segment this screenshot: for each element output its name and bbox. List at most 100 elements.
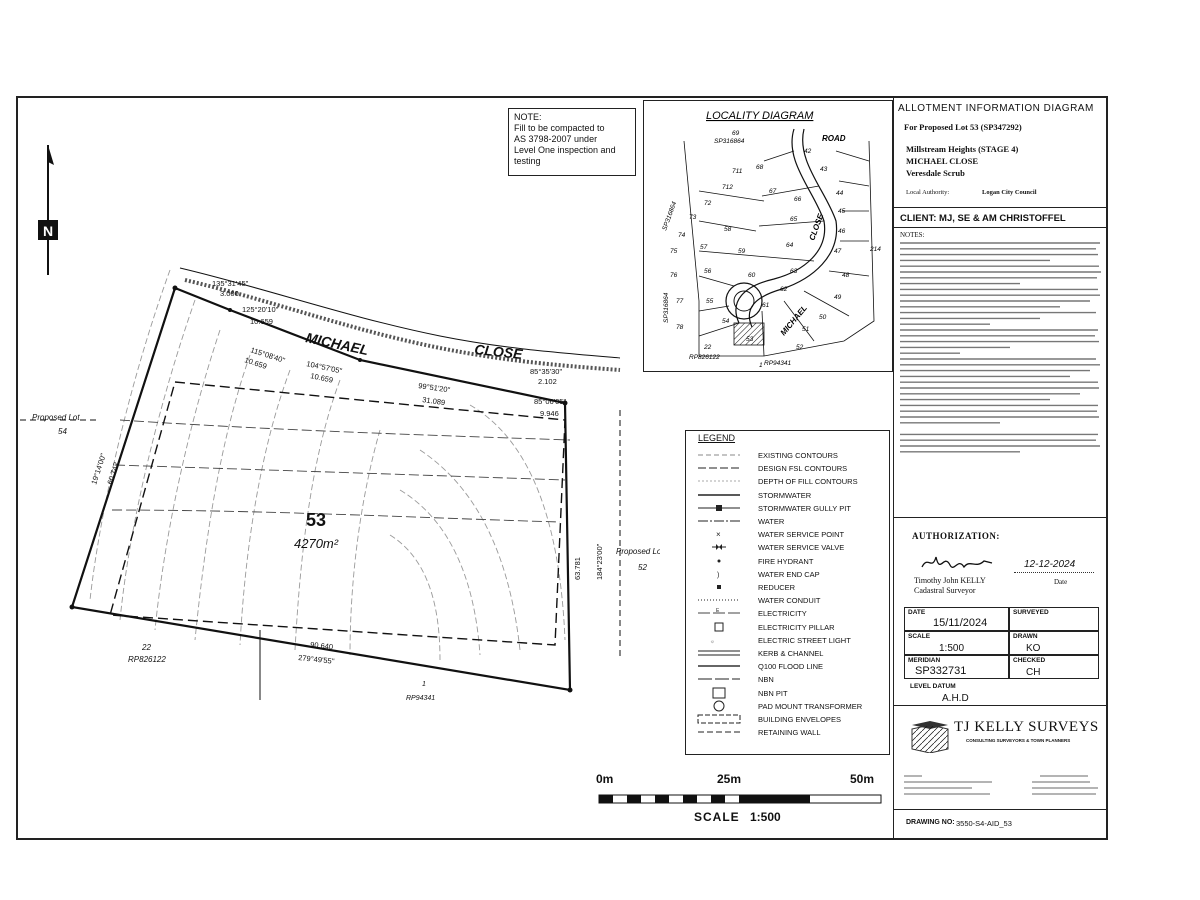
lot-label: 49 bbox=[834, 294, 842, 301]
plan-label: SP316864 bbox=[663, 292, 670, 323]
drawn-cell: DRAWN KO bbox=[1009, 631, 1099, 655]
svg-text:×: × bbox=[716, 530, 721, 539]
legend-item-label: ELECTRICITY PILLAR bbox=[758, 622, 835, 632]
legend-item-label: WATER SERVICE POINT bbox=[758, 530, 845, 540]
scale-mark-0: 0m bbox=[596, 772, 614, 786]
company-name: TJ KELLY SURVEYS bbox=[954, 719, 1099, 735]
svg-text:☼: ☼ bbox=[710, 639, 715, 645]
legend-item: NBN bbox=[694, 673, 889, 685]
lot-label: 68 bbox=[756, 164, 764, 171]
legend-item-label: PAD MOUNT TRANSFORMER bbox=[758, 701, 863, 711]
lot-label: 1 bbox=[759, 362, 763, 369]
lot-label: 43 bbox=[820, 166, 828, 173]
legend-item-label: RETAINING WALL bbox=[758, 728, 821, 738]
drawn-value: KO bbox=[1026, 643, 1041, 654]
svg-text:): ) bbox=[717, 572, 719, 579]
rp-left-plan: RP826122 bbox=[128, 655, 166, 664]
lot-label: 56 bbox=[704, 268, 712, 275]
legend-item: REDUCER bbox=[694, 581, 889, 593]
legend-item-label: STORMWATER GULLY PIT bbox=[758, 503, 851, 513]
legend-item: KERB & CHANNEL bbox=[694, 647, 889, 659]
legend-symbol-icon bbox=[698, 520, 740, 522]
scale-mark-50: 50m bbox=[850, 772, 875, 786]
distance-label: 10.659 bbox=[250, 317, 273, 326]
rp-left-lot: 22 bbox=[141, 643, 151, 652]
legend-item: BUILDING ENVELOPES bbox=[694, 713, 889, 725]
existing-contours bbox=[89, 269, 566, 661]
legend-symbol-icon bbox=[698, 493, 740, 496]
estate-name: Millstream Heights (STAGE 4) bbox=[906, 144, 1019, 154]
legend-item-label: ELECTRIC STREET LIGHT bbox=[758, 635, 851, 645]
locality-title: LOCALITY DIAGRAM bbox=[706, 110, 814, 122]
lot-label: 57 bbox=[700, 244, 708, 251]
notes-heading: NOTES: bbox=[900, 231, 925, 239]
lot-label: 45 bbox=[838, 208, 846, 215]
bearing-label: 125°20'10" bbox=[242, 305, 279, 314]
legend-item: DESIGN FSL CONTOURS bbox=[694, 462, 889, 474]
lot-label: 54 bbox=[722, 318, 730, 325]
note-line: testing bbox=[514, 156, 541, 166]
lot-number: 53 bbox=[306, 510, 326, 530]
bearing-label: 184°23'00" bbox=[595, 543, 604, 580]
lot-label: 711 bbox=[732, 168, 743, 175]
legend-title: LEGEND bbox=[698, 433, 736, 443]
legend-symbol-icon bbox=[697, 714, 741, 724]
scale-cell: SCALE 1:500 bbox=[904, 631, 1009, 655]
rp-bottom-lot: 1 bbox=[422, 681, 426, 688]
legend-symbol-icon bbox=[698, 665, 740, 668]
lot-label: 72 bbox=[704, 200, 712, 207]
legend-item: ) WATER END CAP bbox=[694, 568, 889, 580]
legend-symbol-icon bbox=[698, 599, 740, 601]
company-contact-fine-print bbox=[904, 775, 1098, 795]
lot-label: 52 bbox=[796, 344, 804, 351]
lot-plan: MICHAEL CLOSE 53 4270m² Proposed Lot 54 … bbox=[20, 267, 660, 702]
north-arrow-icon: N bbox=[38, 145, 58, 275]
lot-label: 51 bbox=[802, 326, 810, 333]
distance-label: 9.946 bbox=[540, 409, 559, 418]
legend-item: WATER bbox=[694, 515, 889, 527]
bearing-label: 99°51'20" bbox=[418, 381, 451, 394]
lot-label: 47 bbox=[834, 248, 842, 255]
legend-item-label: WATER END CAP bbox=[758, 569, 820, 579]
proposed-lot-ref: For Proposed Lot 53 (SP347292) bbox=[904, 122, 1022, 132]
legend-item: STORMWATER GULLY PIT bbox=[694, 502, 889, 514]
lot-label: 62 bbox=[780, 286, 788, 293]
distance-label: 2.102 bbox=[538, 377, 557, 386]
lot-label: 60 bbox=[748, 272, 756, 279]
distance-label: 31.089 bbox=[422, 395, 446, 407]
lot-label: 712 bbox=[722, 184, 733, 191]
signature-date: 12-12-2024 bbox=[1024, 559, 1076, 570]
legend-item: WATER CONDUIT bbox=[694, 594, 889, 606]
design-fsl-contours bbox=[111, 419, 571, 523]
legend-item-label: NBN PIT bbox=[758, 688, 788, 698]
authority-value: Logan City Council bbox=[982, 189, 1037, 196]
distance-label: 63.781 bbox=[573, 557, 582, 580]
legend-item-label: BUILDING ENVELOPES bbox=[758, 715, 841, 724]
lot-label: 63 bbox=[790, 268, 798, 275]
svg-text:N: N bbox=[43, 223, 53, 239]
authorization-heading: AUTHORIZATION: bbox=[912, 531, 1000, 541]
legend-symbol-icon bbox=[712, 687, 726, 699]
lot-label: 59 bbox=[738, 248, 746, 255]
lot-label: 46 bbox=[838, 228, 846, 235]
legend-item: EXISTING CONTOURS bbox=[694, 449, 889, 461]
legend-item-label: FIRE HYDRANT bbox=[758, 556, 814, 566]
bearing-label: 279°49'55" bbox=[298, 653, 335, 666]
meridian-value: SP332731 bbox=[915, 665, 967, 677]
plan-label: SP316864 bbox=[661, 200, 678, 231]
legend-symbol-icon: E bbox=[698, 608, 740, 614]
legend-symbol-icon bbox=[698, 731, 740, 733]
legend-item-label: STORMWATER bbox=[758, 490, 812, 500]
lot-label: 53 bbox=[746, 336, 754, 343]
legend-symbol-icon bbox=[712, 544, 726, 551]
close-label: CLOSE bbox=[807, 212, 825, 242]
street-name-michael: MICHAEL bbox=[304, 329, 370, 358]
lot-label: 77 bbox=[676, 298, 684, 305]
company-subtitle: CONSULTING SURVEYORS & TOWN PLANNERS bbox=[966, 738, 1071, 743]
lot-label: 67 bbox=[769, 188, 777, 195]
legend-item-label: NBN bbox=[758, 675, 774, 685]
legend-symbol-icon bbox=[713, 700, 725, 712]
legend-item-label: WATER CONDUIT bbox=[758, 596, 821, 606]
legend-item-label: EXISTING CONTOURS bbox=[758, 451, 838, 460]
